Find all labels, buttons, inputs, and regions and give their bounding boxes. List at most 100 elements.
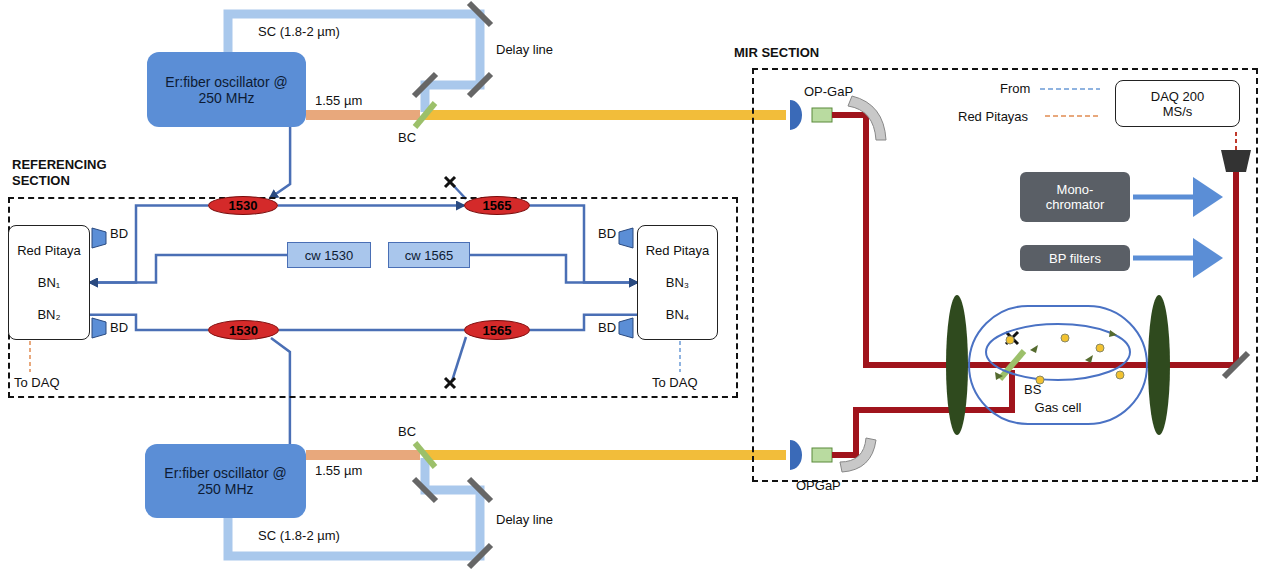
annotation-label: BS [1024, 382, 1041, 397]
fiber-connector [470, 255, 637, 283]
node-label: MIR SECTION [734, 45, 954, 61]
annotation-label: BD [110, 226, 128, 241]
fiber-connector [530, 206, 637, 283]
mirror [1224, 353, 1248, 377]
beam-splitter [1000, 351, 1024, 379]
dead-end-mark [1006, 332, 1018, 344]
beam-combiner [415, 103, 435, 127]
node-label: Er:fiber oscillator @ 250 MHz [151, 465, 300, 497]
unused-fiber [452, 184, 466, 381]
gas-cell: Gas cell [968, 305, 1148, 425]
node-label: DAQ 200 MS/s [1143, 89, 1213, 119]
crystal [812, 108, 832, 122]
signal-line [679, 341, 681, 372]
pump-beam [306, 110, 420, 120]
laser-oscillator: Er:fiber oscillator @ 250 MHz [147, 52, 306, 127]
node-label: Red Pitaya [17, 243, 81, 258]
insert-arrow [1133, 195, 1218, 200]
pump-beam [306, 450, 420, 460]
node-label: REFERENCING SECTION [12, 157, 122, 190]
cw-laser-box: cw 1530 [287, 242, 371, 268]
annotation-label: OP-GaP [804, 84, 853, 99]
signal-line [29, 341, 31, 372]
fiber-connector [530, 315, 637, 330]
fiber-filter: 1530 [208, 320, 279, 340]
node-label: 1530 [229, 199, 258, 212]
optical-element-box: BP filters [1020, 245, 1130, 271]
cell-mirror [946, 295, 968, 435]
signal-line [1040, 88, 1100, 90]
fiber-connector [279, 329, 464, 332]
signal-line [1235, 129, 1237, 150]
beam-combiner [415, 443, 435, 467]
annotation-label: From [1000, 81, 1030, 96]
node-sublabel: BN₃ [666, 275, 689, 290]
mir-beam [1233, 172, 1239, 365]
mir-beam [832, 370, 1012, 455]
annotation-label: BC [398, 130, 416, 145]
lens [790, 440, 802, 470]
annotation-label: To DAQ [652, 375, 698, 390]
dead-end-mark [445, 177, 455, 388]
combined-beam [425, 110, 786, 120]
laser-oscillator: Er:fiber oscillator @ 250 MHz [145, 444, 306, 518]
insert-arrow [1133, 256, 1218, 261]
red-pitaya-box: Red PitayaBN₃ BN₄ [637, 225, 718, 340]
annotation-label: Delay line [496, 42, 553, 57]
fiber-connector [90, 255, 287, 283]
node-label: 1565 [483, 199, 512, 212]
node-label: BP filters [1049, 251, 1101, 266]
cw-laser-box: cw 1565 [388, 242, 470, 268]
node-sublabel: BN₂ [37, 307, 60, 322]
dashed-frame [752, 68, 1258, 482]
fiber-connector [90, 315, 208, 330]
annotation-label: SC (1.8-2 µm) [258, 24, 340, 39]
delay-mirrors [414, 3, 491, 96]
fiber-filter: 1565 [464, 196, 530, 215]
circulation-loop [986, 324, 1130, 380]
annotation-label: 1.55 µm [315, 93, 362, 108]
red-pitaya-box: Red PitayaBN₁ BN₂ [8, 225, 90, 340]
gas-molecules [995, 330, 1124, 384]
mir-beam [832, 115, 1012, 365]
fiber-filter: 1565 [464, 320, 530, 340]
node-label: Mono- chromator [1029, 182, 1121, 212]
cell-mirror [1148, 295, 1170, 435]
annotation-label: Delay line [496, 512, 553, 527]
annotation-label: SC (1.8-2 µm) [258, 528, 340, 543]
node-label: Er:fiber oscillator @ 250 MHz [153, 74, 300, 106]
fiber-connector [270, 127, 290, 198]
combined-beam [425, 450, 786, 460]
detector [1221, 150, 1251, 172]
node-label: 1530 [229, 324, 258, 337]
parabolic-mirror [840, 438, 876, 472]
delay-mirrors [414, 479, 491, 567]
node-label: cw 1565 [405, 248, 453, 263]
annotation-label: OPGaP [796, 478, 841, 493]
optical-element-box: Mono- chromator [1020, 172, 1130, 222]
crystal [812, 448, 832, 462]
parabolic-mirror [848, 96, 886, 140]
section-region: REFERENCING SECTION Red PitayaBN₁ BN₂ 1530 c… [8, 157, 738, 398]
annotation-label: BD [598, 320, 616, 335]
fiber-connector [278, 204, 464, 207]
annotation-label: BC [398, 424, 416, 439]
node-sublabel: BN₄ [666, 307, 689, 322]
lens [790, 100, 802, 130]
annotation-label: To DAQ [14, 375, 60, 390]
node-label: cw 1530 [305, 248, 353, 263]
annotation-label: Red Pitayas [958, 109, 1028, 124]
annotation-label: BD [110, 320, 128, 335]
balanced-detector [92, 228, 633, 338]
node-sublabel: BN₁ [38, 275, 60, 290]
fiber-connector [90, 206, 208, 283]
fiber-connector [271, 338, 290, 444]
annotation-label: BD [598, 226, 616, 241]
daq-box: DAQ 200 MS/s [1115, 80, 1240, 127]
node-label: 1565 [483, 324, 512, 337]
fiber-filter: 1530 [208, 196, 278, 215]
node-label: Red Pitaya [646, 243, 710, 258]
signal-line [1045, 115, 1100, 117]
node-label: Gas cell [1035, 400, 1082, 415]
